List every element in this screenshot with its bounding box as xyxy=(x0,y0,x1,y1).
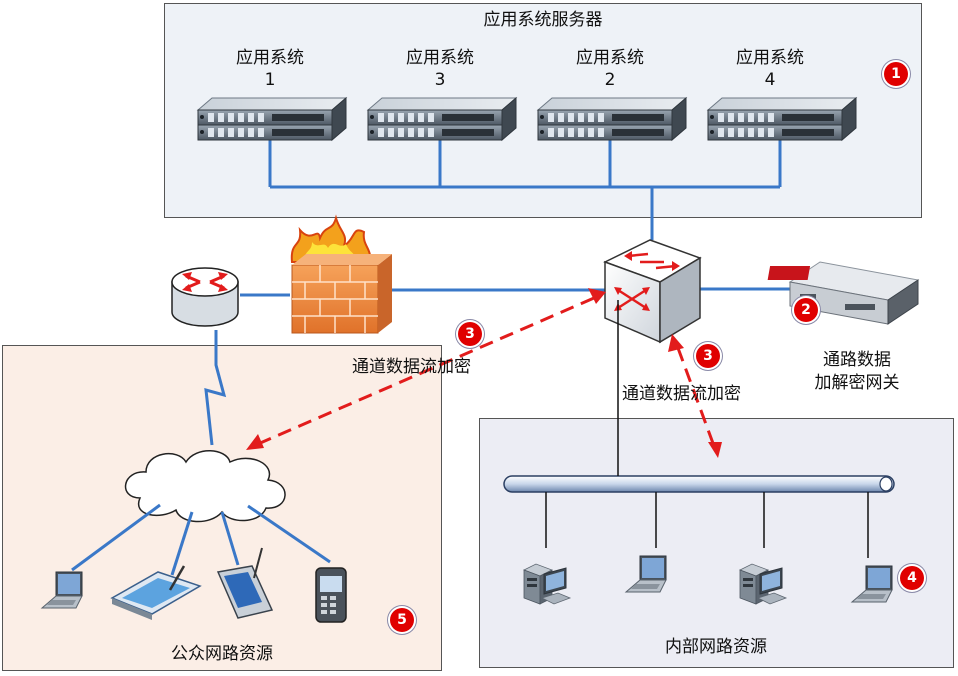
gateway-label-line1: 通路数据 xyxy=(823,350,891,370)
app-server-4-icon xyxy=(707,97,857,141)
app-server-1-icon xyxy=(197,97,347,141)
app-server-1-number: 1 xyxy=(264,70,276,90)
encryption-label-left: 通道数据流加密 xyxy=(352,357,471,377)
badge-servers: 1 xyxy=(884,62,908,86)
pda-icon xyxy=(216,547,274,619)
internal-network-zone xyxy=(479,418,954,668)
public-zone-title: 公众网路资源 xyxy=(171,644,273,664)
internal-desktop-1-icon xyxy=(523,563,571,605)
badge-public: 5 xyxy=(390,608,414,632)
app-server-4-number: 4 xyxy=(764,70,776,90)
app-server-2-name: 应用系统 xyxy=(576,48,644,68)
encrypted-tunnels xyxy=(257,296,716,447)
app-server-4-name: 应用系统 xyxy=(736,48,804,68)
tablet-pen-icon xyxy=(110,565,202,620)
app-server-3-icon xyxy=(367,97,517,141)
app-server-2-number: 2 xyxy=(604,70,616,90)
internal-laptop-2-icon xyxy=(851,565,893,603)
badge-tunnel-left: 3 xyxy=(458,322,482,346)
public-laptop-icon xyxy=(41,571,83,609)
mobile-phone-icon xyxy=(315,567,347,623)
badge-internal: 4 xyxy=(900,566,924,590)
server-zone-title: 应用系统服务器 xyxy=(483,10,603,30)
internet-cloud-icon xyxy=(124,450,286,523)
core-switch-icon xyxy=(603,239,702,344)
gateway-label-line2: 加解密网关 xyxy=(814,373,900,393)
wireless-link xyxy=(204,330,227,446)
app-server-3-name: 应用系统 xyxy=(406,48,474,68)
badge-gateway: 2 xyxy=(794,298,818,322)
app-server-2-icon xyxy=(537,97,687,141)
firewall-icon xyxy=(290,214,392,334)
encryption-label-right: 通道数据流加密 xyxy=(622,384,741,404)
tunnel-arrowheads xyxy=(246,288,722,458)
main-links xyxy=(240,287,790,297)
internal-zone-title: 内部网路资源 xyxy=(665,637,767,657)
router-icon xyxy=(171,267,239,327)
badge-tunnel-right: 3 xyxy=(696,344,720,368)
server-bus xyxy=(268,140,782,240)
internal-bus xyxy=(503,475,895,493)
internal-drops xyxy=(545,300,869,558)
internal-laptop-1-icon xyxy=(625,555,667,593)
app-server-1-name: 应用系统 xyxy=(236,48,304,68)
gateway-appliance-icon xyxy=(767,261,920,325)
public-links xyxy=(71,503,331,576)
internal-desktop-2-icon xyxy=(739,563,787,605)
app-server-3-number: 3 xyxy=(434,70,446,90)
